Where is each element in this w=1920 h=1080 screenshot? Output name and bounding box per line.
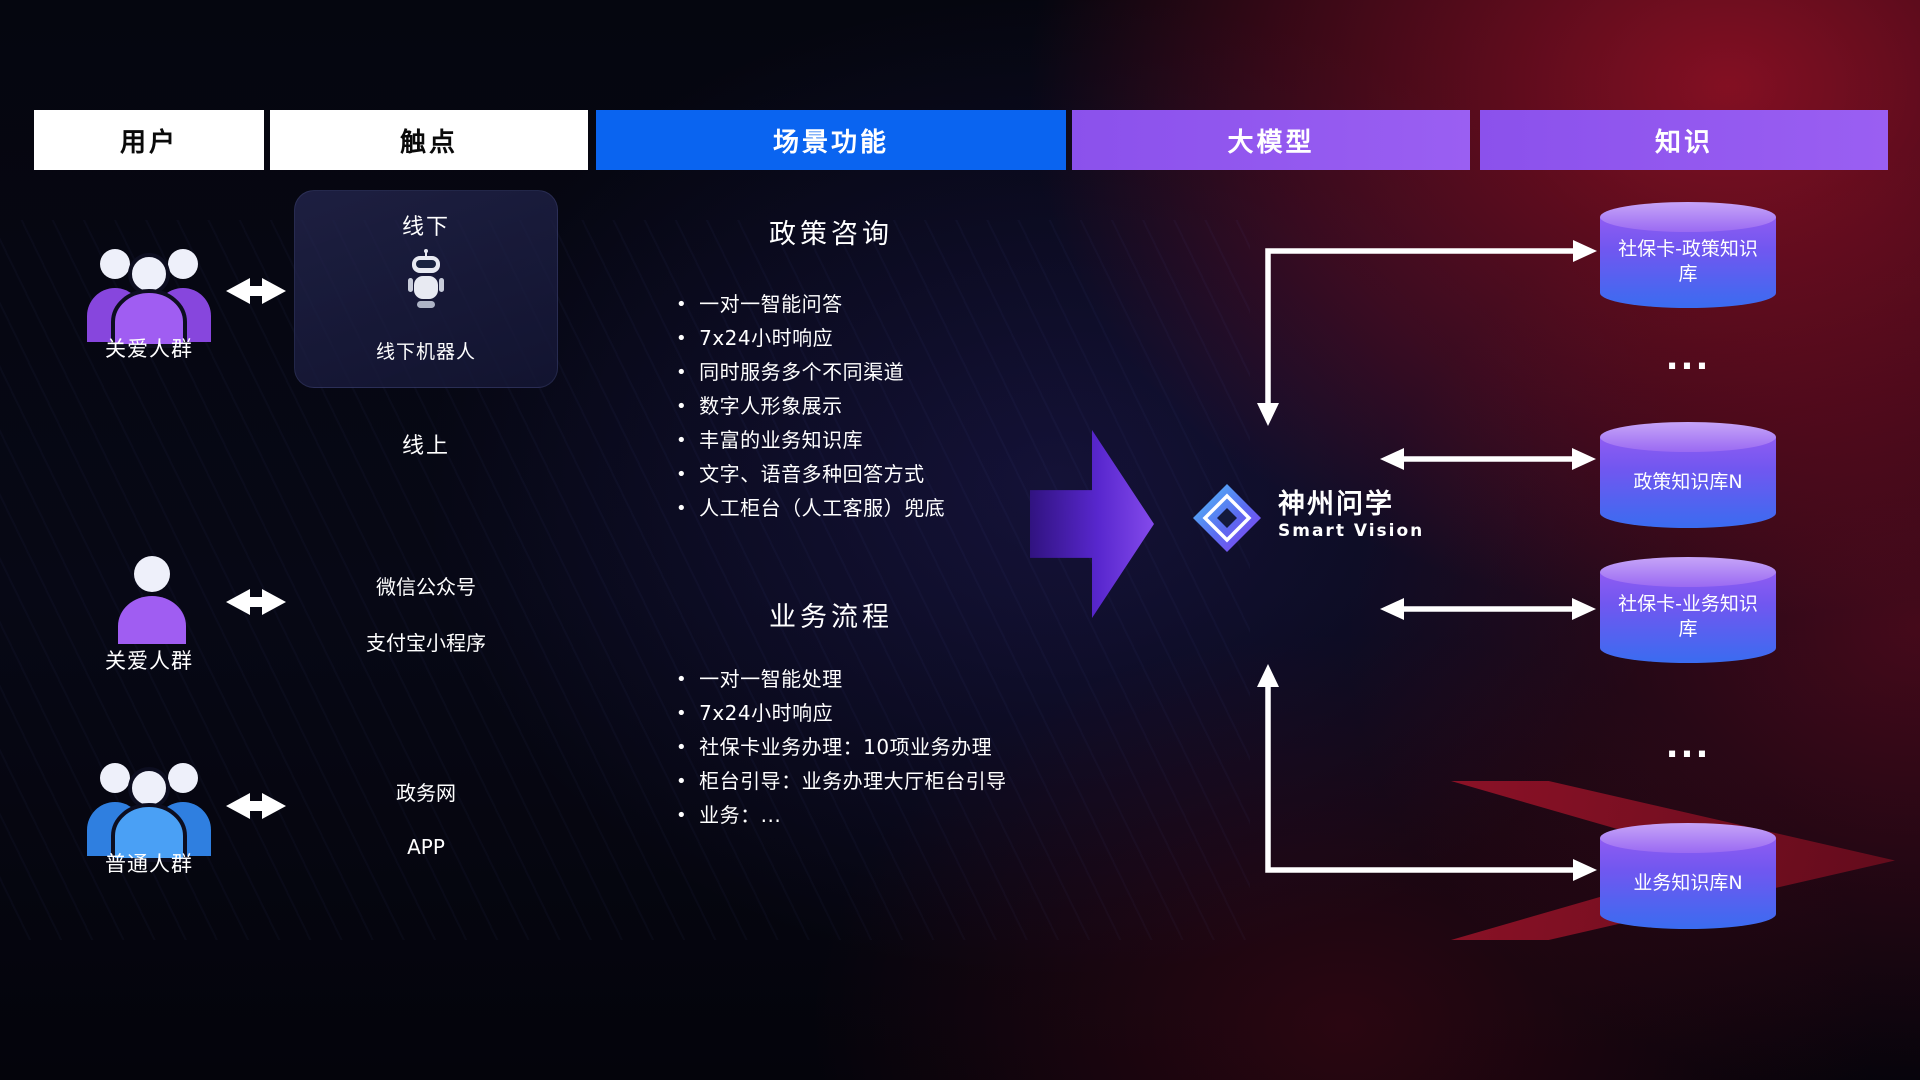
knowledge-db-2: 政策知识库N bbox=[1600, 422, 1776, 528]
knowledge-db-1-label: 社保卡-政策知识库 bbox=[1618, 238, 1758, 285]
touchpoint-alipay: 支付宝小程序 bbox=[366, 631, 486, 655]
user2-touchpoint-arrow bbox=[226, 589, 286, 615]
model-db4-elbow-arrow bbox=[1257, 664, 1597, 881]
header-llm-label: 大模型 bbox=[1227, 127, 1315, 158]
logo-diamond-icon bbox=[1193, 484, 1261, 552]
touchpoint-app: APP bbox=[407, 835, 445, 859]
header-users-label: 用户 bbox=[119, 127, 178, 158]
user-group-1-label: 关爱人群 bbox=[105, 337, 193, 361]
offline-touchpoint-card: 线下 线下机器人 bbox=[294, 190, 558, 388]
touchpoint-gov: 政务网 bbox=[396, 781, 456, 805]
knowledge-db-3-label: 社保卡-业务知识库 bbox=[1618, 593, 1758, 640]
policy-item: 一对一智能问答 bbox=[676, 288, 1106, 322]
cylinder-top bbox=[1600, 422, 1776, 452]
scenario-policy-list: 一对一智能问答 7x24小时响应 同时服务多个不同渠道 数字人形象展示 丰富的业… bbox=[676, 288, 1106, 526]
knowledge-db-4-label: 业务知识库N bbox=[1633, 871, 1743, 894]
model-db1-elbow-arrow bbox=[1257, 240, 1597, 426]
knowledge-db-3: 社保卡-业务知识库 bbox=[1600, 557, 1776, 663]
business-item: 7x24小时响应 bbox=[676, 697, 1106, 731]
scenario-policy-title: 政策咨询 bbox=[769, 219, 893, 250]
user-group-3-label: 普通人群 bbox=[105, 852, 193, 876]
business-item: 社保卡业务办理：10项业务办理 bbox=[676, 731, 1106, 765]
header-users: 用户 bbox=[34, 110, 264, 170]
model-logo: 神州问学 Smart Vision bbox=[1190, 481, 1424, 555]
knowledge-ellipsis-2: ... bbox=[1665, 726, 1711, 766]
offline-title: 线下 bbox=[401, 215, 450, 240]
header-touchpoints-label: 触点 bbox=[399, 127, 458, 158]
business-item: 柜台引导：业务办理大厅柜台引导 bbox=[676, 765, 1106, 799]
scenario-business-title: 业务流程 bbox=[769, 602, 893, 633]
user1-touchpoint-arrow bbox=[226, 278, 286, 304]
policy-item: 数字人形象展示 bbox=[676, 390, 1106, 424]
business-item: 一对一智能处理 bbox=[676, 663, 1106, 697]
model-subtitle: Smart Vision bbox=[1278, 521, 1425, 541]
knowledge-db-4: 业务知识库N bbox=[1600, 823, 1776, 929]
user3-touchpoint-arrow bbox=[226, 793, 286, 819]
header-scenarios: 场景功能 bbox=[596, 110, 1066, 170]
business-item: 业务：... bbox=[676, 799, 1106, 833]
header-scenarios-label: 场景功能 bbox=[772, 127, 889, 158]
model-name: 神州问学 bbox=[1278, 489, 1394, 520]
touchpoint-wechat: 微信公众号 bbox=[376, 575, 476, 599]
robot-icon bbox=[295, 249, 557, 311]
scenario-business-list: 一对一智能处理 7x24小时响应 社保卡业务办理：10项业务办理 柜台引导：业务… bbox=[676, 663, 1106, 833]
policy-item: 同时服务多个不同渠道 bbox=[676, 356, 1106, 390]
cylinder-body bbox=[1600, 217, 1776, 308]
user-person-label: 关爱人群 bbox=[105, 649, 193, 673]
policy-item: 7x24小时响应 bbox=[676, 322, 1106, 356]
online-title: 线上 bbox=[401, 434, 450, 459]
user-group-purple-icon bbox=[75, 238, 223, 348]
cylinder-top bbox=[1600, 202, 1776, 232]
policy-item: 丰富的业务知识库 bbox=[676, 424, 1106, 458]
header-knowledge-label: 知识 bbox=[1654, 127, 1713, 158]
header-knowledge: 知识 bbox=[1480, 110, 1888, 170]
model-db3-arrow bbox=[1380, 598, 1596, 620]
header-llm: 大模型 bbox=[1072, 110, 1470, 170]
cylinder-body bbox=[1600, 572, 1776, 663]
knowledge-ellipsis-1: ... bbox=[1665, 338, 1711, 378]
user-person-purple-icon bbox=[112, 552, 192, 646]
policy-item: 人工柜台（人工客服）兜底 bbox=[676, 492, 1106, 526]
policy-item: 文字、语音多种回答方式 bbox=[676, 458, 1106, 492]
knowledge-db-2-label: 政策知识库N bbox=[1633, 470, 1743, 493]
model-db2-arrow bbox=[1380, 448, 1596, 470]
user-group-blue-icon bbox=[75, 752, 223, 862]
offline-robot-label: 线下机器人 bbox=[375, 341, 476, 363]
cylinder-top bbox=[1600, 557, 1776, 587]
knowledge-db-1: 社保卡-政策知识库 bbox=[1600, 202, 1776, 308]
header-touchpoints: 触点 bbox=[270, 110, 588, 170]
cylinder-body bbox=[1600, 437, 1776, 528]
